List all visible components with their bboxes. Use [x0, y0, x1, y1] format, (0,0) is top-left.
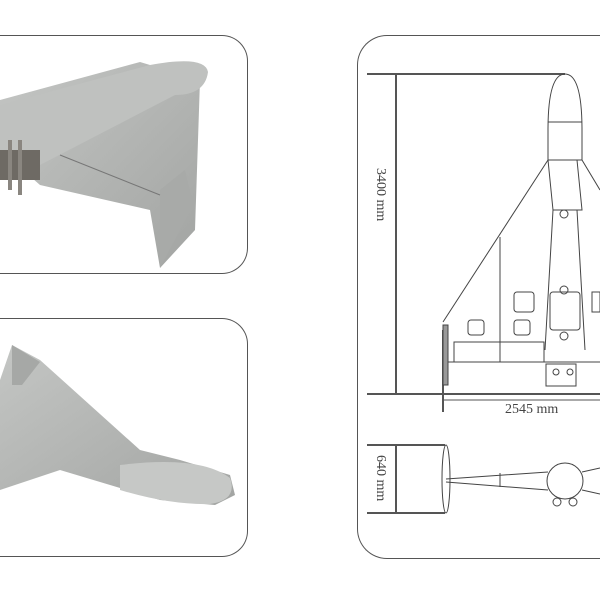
length-label: 3400 mm	[373, 168, 388, 222]
engine-propeller-mount	[0, 140, 40, 195]
drone-render-front	[0, 345, 235, 505]
wingspan-label: 2545 mm	[505, 402, 559, 417]
drone-side-view-drawing	[441, 444, 600, 514]
height-label: 640 mm	[373, 455, 388, 502]
drone-render-rear	[0, 61, 208, 268]
drone-top-view-drawing	[442, 73, 600, 387]
